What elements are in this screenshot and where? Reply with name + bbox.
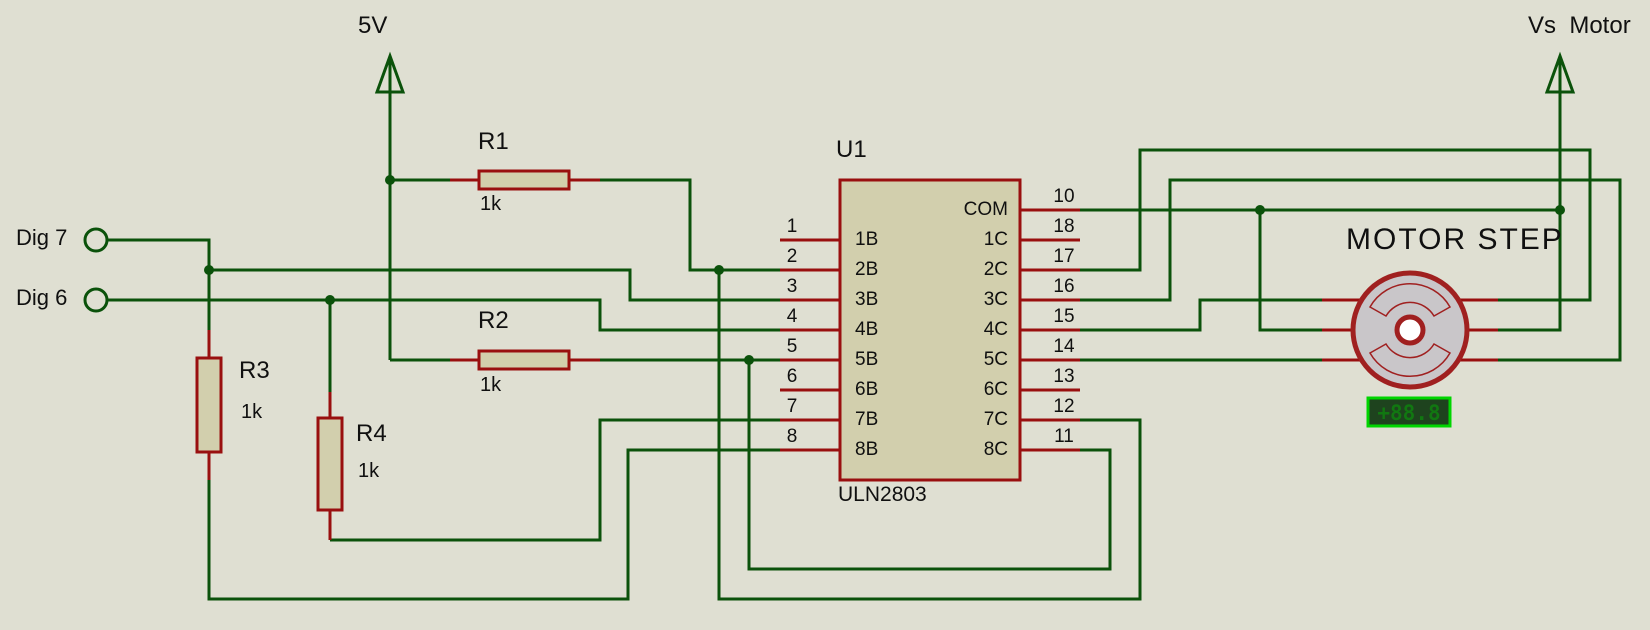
wire-vs-rail[interactable] bbox=[1498, 58, 1562, 332]
resistor-r1-body[interactable] bbox=[477, 169, 571, 191]
power-arrow-vs-motor[interactable] bbox=[1544, 51, 1576, 94]
wire-4c-to-motor[interactable] bbox=[1080, 298, 1322, 332]
motor-shaft bbox=[1394, 314, 1426, 346]
input-label-dig6: Dig 6 bbox=[16, 285, 68, 310]
wire-dig7[interactable] bbox=[107, 238, 211, 270]
wire-r1-to-2b[interactable] bbox=[600, 178, 780, 272]
pin-number-16: 16 bbox=[1053, 276, 1075, 297]
pin-name-6b: 6B bbox=[855, 379, 879, 400]
motor-bottom-winding-arc bbox=[1368, 342, 1452, 378]
wire-2b-to-7c[interactable] bbox=[717, 270, 1142, 601]
wire-2c-to-motor[interactable] bbox=[1080, 148, 1592, 302]
motor-value-display[interactable] bbox=[1366, 396, 1452, 428]
resistor-value-r2: 1k bbox=[480, 374, 502, 396]
pin-number-3: 3 bbox=[786, 276, 798, 297]
resistor-r3-body[interactable] bbox=[195, 356, 223, 454]
pin-number-17: 17 bbox=[1053, 246, 1075, 267]
pin-name-1c: 1C bbox=[983, 229, 1008, 250]
pin-name-2c: 2C bbox=[983, 259, 1008, 280]
pin-number-2: 2 bbox=[786, 246, 798, 267]
pin-name-com: COM bbox=[963, 199, 1008, 220]
pin-number-14: 14 bbox=[1053, 336, 1075, 357]
pin-number-5: 5 bbox=[786, 336, 798, 357]
pin-number-12: 12 bbox=[1053, 396, 1075, 417]
wire-5b-to-8c[interactable] bbox=[747, 360, 1112, 571]
pin-name-7b: 7B bbox=[855, 409, 879, 430]
pin-number-6: 6 bbox=[786, 366, 798, 387]
motor-display-value: +88.8 bbox=[1377, 401, 1441, 425]
wire-3c-to-motor[interactable] bbox=[1080, 178, 1622, 362]
wire-r3-to-8b[interactable] bbox=[207, 448, 780, 601]
pin-number-7: 7 bbox=[786, 396, 798, 417]
pin-name-3b: 3B bbox=[855, 289, 879, 310]
uln2803-chip-body[interactable] bbox=[838, 178, 1022, 482]
input-label-dig7: Dig 7 bbox=[16, 225, 68, 250]
pin-number-10: 10 bbox=[1053, 186, 1075, 207]
wire-r4-to-7b[interactable] bbox=[330, 418, 780, 542]
resistor-ref-r4: R4 bbox=[356, 420, 387, 447]
pin-name-3c: 3C bbox=[983, 289, 1008, 310]
power-arrow-5v[interactable] bbox=[374, 51, 406, 94]
pin-number-18: 18 bbox=[1053, 216, 1075, 237]
pin-name-8b: 8B bbox=[855, 439, 879, 460]
resistor-ref-r2: R2 bbox=[478, 307, 509, 334]
pin-name-7c: 7C bbox=[983, 409, 1008, 430]
vcc-label: 5V bbox=[358, 12, 388, 39]
resistor-r2-body[interactable] bbox=[477, 349, 571, 371]
resistor-value-r1: 1k bbox=[480, 193, 502, 215]
wire-net[interactable] bbox=[107, 58, 1622, 601]
pin-number-1: 1 bbox=[786, 216, 798, 237]
pin-number-4: 4 bbox=[786, 306, 798, 327]
wire-com-branch[interactable] bbox=[1258, 210, 1322, 332]
chip-part-number: ULN2803 bbox=[838, 483, 927, 506]
junction-dots bbox=[204, 175, 1565, 365]
motor-supply-label: Vs Motor bbox=[1528, 12, 1631, 39]
pin-name-5c: 5C bbox=[983, 349, 1008, 370]
pin-name-4b: 4B bbox=[855, 319, 879, 340]
chip-ref: U1 bbox=[836, 136, 867, 163]
motor-top-winding-arc bbox=[1368, 282, 1452, 318]
resistor-ref-r1: R1 bbox=[478, 128, 509, 155]
terminal-dig6[interactable] bbox=[83, 287, 109, 313]
pin-name-1b: 1B bbox=[855, 229, 879, 250]
resistor-value-r4: 1k bbox=[358, 460, 380, 482]
stepper-motor-symbol[interactable] bbox=[1350, 270, 1470, 390]
pin-name-4c: 4C bbox=[983, 319, 1008, 340]
pin-name-5b: 5B bbox=[855, 349, 879, 370]
wire-dig7-to-3b[interactable] bbox=[209, 268, 780, 302]
pin-number-11: 11 bbox=[1054, 426, 1074, 447]
pin-number-8: 8 bbox=[786, 426, 798, 447]
resistor-r4-body[interactable] bbox=[316, 416, 344, 512]
pin-name-8c: 8C bbox=[983, 439, 1008, 460]
terminal-dig7[interactable] bbox=[83, 227, 109, 253]
resistor-ref-r3: R3 bbox=[239, 357, 270, 384]
pin-name-2b: 2B bbox=[855, 259, 879, 280]
pin-name-6c: 6C bbox=[983, 379, 1008, 400]
wire-dig6-to-4b[interactable] bbox=[107, 298, 780, 332]
pin-number-15: 15 bbox=[1053, 306, 1075, 327]
motor-label: MOTOR STEP bbox=[1346, 223, 1564, 256]
resistor-value-r3: 1k bbox=[241, 401, 263, 423]
pin-number-13: 13 bbox=[1053, 366, 1075, 387]
